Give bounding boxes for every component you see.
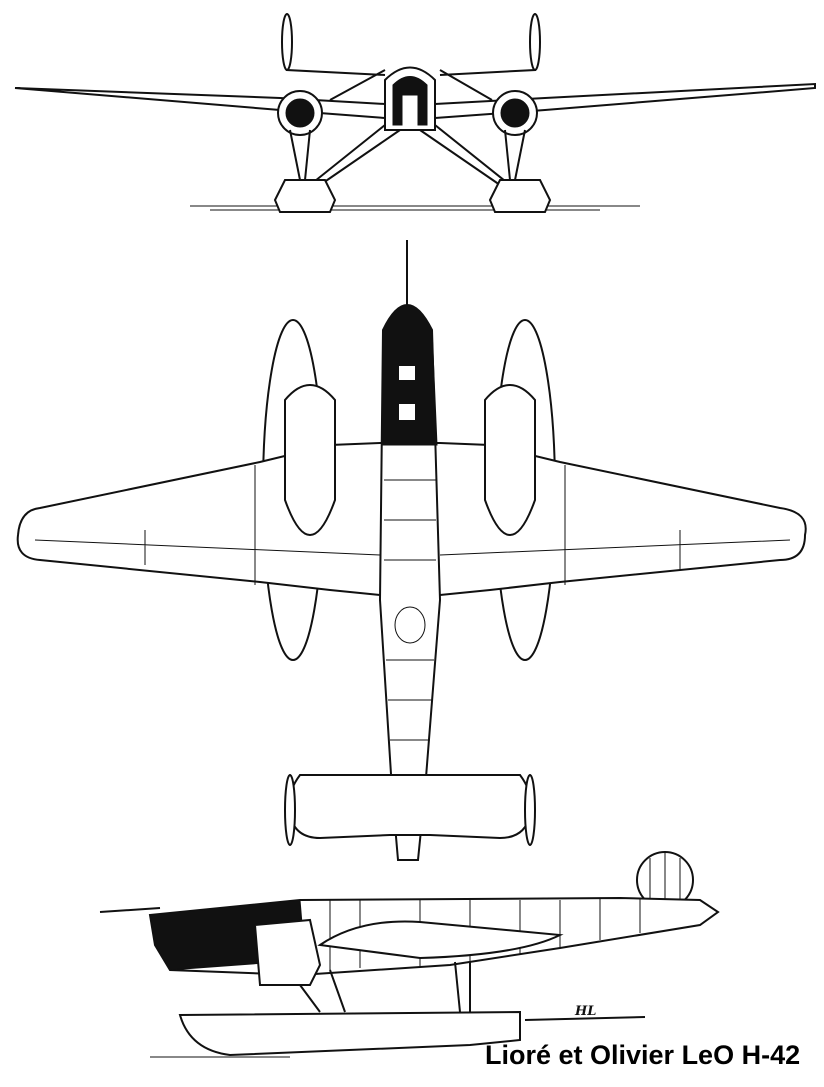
wing-side [317, 920, 564, 960]
tail-fin-left [284, 774, 296, 846]
float-left-front [273, 179, 337, 213]
water-line-side-2 [524, 1016, 646, 1021]
cockpit-frame [392, 76, 428, 126]
float-right-front [488, 179, 552, 213]
dorsal-hatch [394, 606, 426, 644]
hatch-2 [397, 402, 417, 422]
drawing-caption: Lioré et Olivier LeO H-42 [485, 1040, 801, 1070]
side-mast [99, 907, 161, 913]
float-struts-side [299, 961, 471, 1013]
front-view [14, 13, 816, 213]
side-view: HL [99, 851, 720, 1058]
hatch-1 [397, 364, 417, 382]
engine-left-core [285, 98, 315, 128]
float-struts [289, 124, 526, 186]
fin-left [281, 13, 293, 71]
artist-signature: HL [574, 1004, 596, 1019]
wing-panel-lines [34, 465, 791, 585]
nacelle-right [484, 384, 536, 536]
nacelle-left [284, 384, 336, 536]
tail-fin-right [524, 774, 536, 846]
fin-right [529, 13, 541, 71]
nacelle-side [253, 918, 322, 986]
top-view [16, 240, 807, 861]
tail-fins-front [286, 15, 536, 76]
engine-right-core [500, 98, 530, 128]
fuselage-frames [384, 479, 436, 741]
float-side [178, 1010, 521, 1057]
tailplane [287, 774, 533, 840]
